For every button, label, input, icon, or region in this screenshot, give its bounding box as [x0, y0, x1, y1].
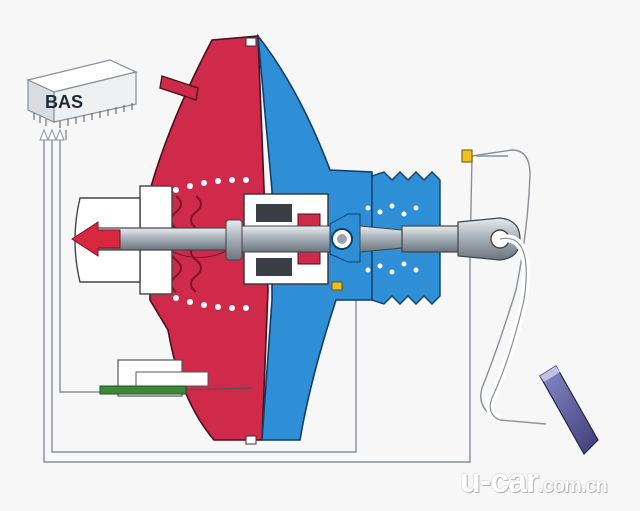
bas-connector-pins [33, 103, 133, 128]
signal-arrowheads [39, 128, 65, 141]
bas-label: BAS [45, 92, 83, 112]
valve-body [225, 193, 333, 285]
valve-plunger [329, 213, 403, 263]
position-markers [245, 37, 473, 445]
sensor-icon [99, 359, 253, 397]
watermark: u-car.com.cn [460, 462, 608, 501]
pushrod-arrow-icon [71, 221, 121, 257]
brake-pedal-icon [486, 234, 599, 455]
watermark-suffix: .com.cn [538, 475, 608, 497]
air-flow-dots [365, 203, 419, 275]
spring-dots [173, 177, 249, 311]
watermark-main: u-car [460, 462, 539, 500]
bas-control-module: BAS [26, 59, 138, 128]
vacuum-inlet-pipe [159, 75, 199, 101]
